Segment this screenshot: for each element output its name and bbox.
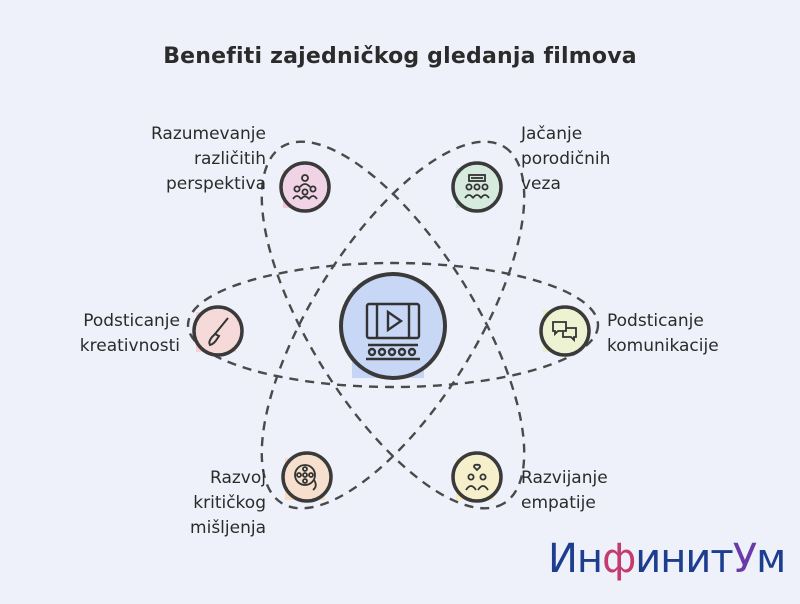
label-line: Razvoj [210,468,266,488]
node-creativity [192,305,244,357]
label-perspectives: Razumevanje različitih perspektiva [151,122,266,197]
film-reel-icon [294,464,317,491]
label-family: Jačanje porodičnih veza [521,122,610,197]
node-critical-thinking [281,451,333,503]
label-line: Podsticanje [607,311,704,331]
logo-part: Ин [548,536,603,582]
people-group-icon [292,174,318,200]
label-line: kritičkog [193,493,266,513]
orbit-horizontal [186,261,600,389]
orbit-lines [186,140,600,510]
label-line: Podsticanje [83,311,180,331]
label-line: kreativnosti [79,336,180,356]
logo-part: У [732,536,757,582]
label-line: porodičnih [521,149,611,169]
paintbrush-icon [208,317,229,347]
label-critical-thinking: Razvoj kritičkog mišljenja [190,466,266,541]
node-family [451,161,503,213]
brand-logo: ИнфинитУм [548,528,794,590]
orbit-diagonal-right [260,140,526,510]
orbit-diagonal-left [260,140,526,510]
label-line: Razvijanje [521,468,608,488]
label-line: veza [521,174,561,194]
node-communication [539,305,591,357]
label-line: Razumevanje [150,124,266,144]
label-line: različitih [193,149,266,169]
logo-part: инит [635,536,733,582]
cinema-icon [365,302,421,361]
label-line: Jačanje [521,124,583,144]
label-creativity: Podsticanje kreativnosti [80,309,180,359]
label-line: perspektiva [165,174,266,194]
label-line: empatije [521,493,596,513]
node-empathy [451,451,503,503]
logo-part: м [756,536,786,582]
node-perspectives [279,161,331,213]
label-line: komunikacije [607,336,719,356]
label-line: mišljenja [190,518,266,538]
people-heart-icon [465,463,489,491]
logo-part: ф [602,536,636,582]
family-meeting-icon [464,174,490,199]
page-title: Benefiti zajedničkog gledanja filmova [163,44,637,69]
chat-bubbles-icon [552,321,577,343]
label-communication: Podsticanje komunikacije [607,309,719,359]
label-empathy: Razvijanje empatije [521,466,608,516]
center-node [339,272,447,380]
